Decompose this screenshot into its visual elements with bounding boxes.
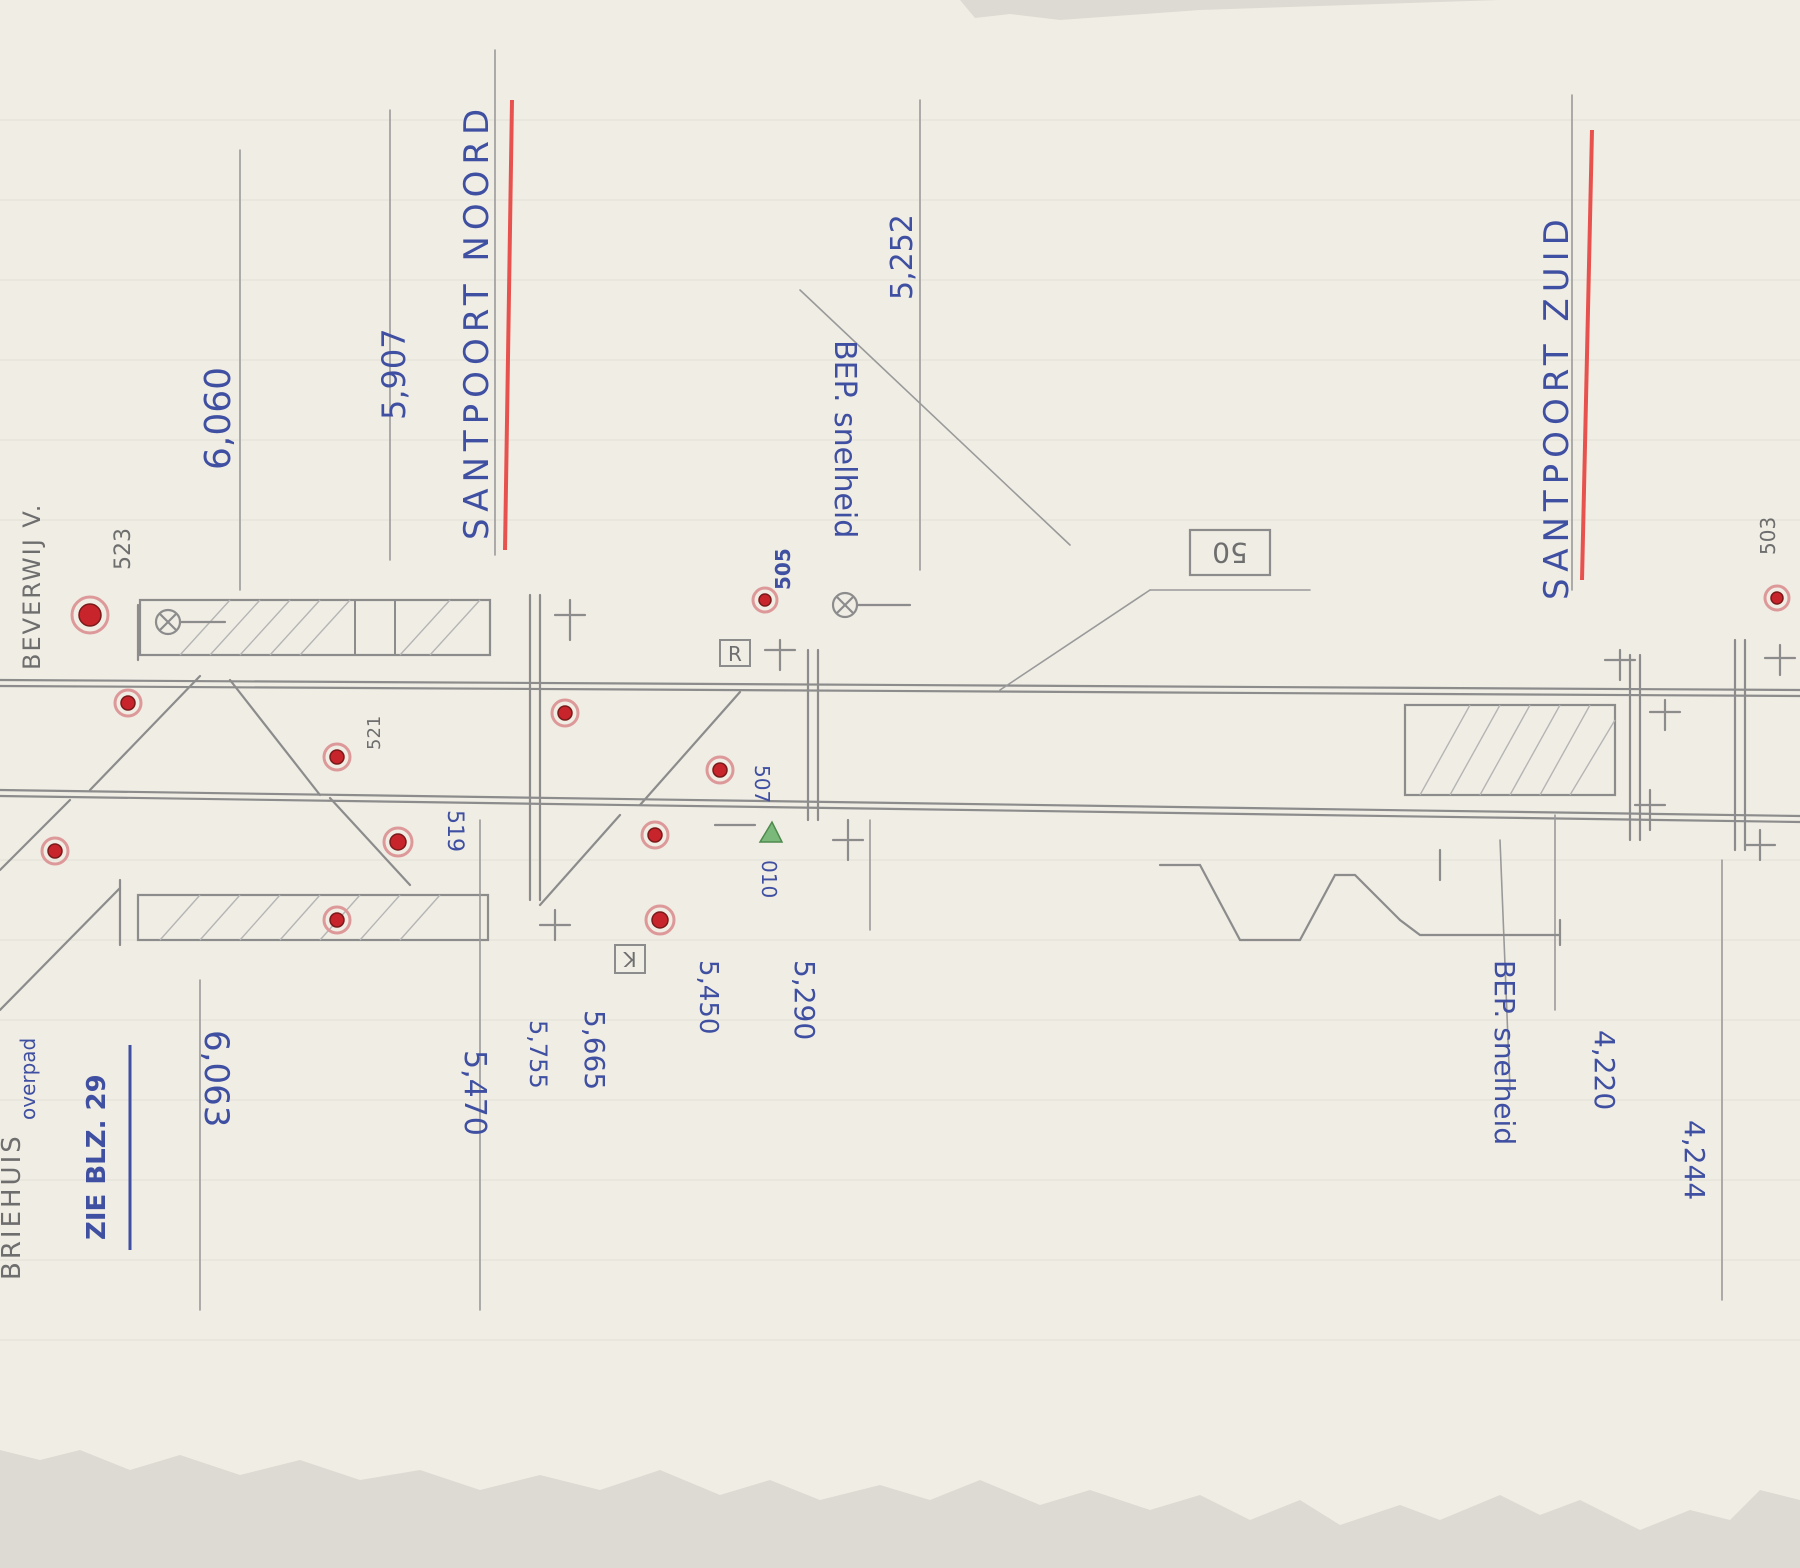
km-6063: 6,063 <box>196 1030 236 1127</box>
label-503: 503 <box>1756 517 1780 555</box>
red-signal-d <box>557 705 573 721</box>
speed-sign-label: 50 <box>1212 536 1248 569</box>
red-signal-505 <box>758 593 772 607</box>
red-signal-521 <box>329 749 345 765</box>
speed-leader-north <box>799 289 1071 546</box>
crossover-3 <box>328 796 412 887</box>
marker-r-north: R <box>719 639 751 667</box>
crossover-5 <box>638 690 742 807</box>
viaduct-shape <box>1158 863 1562 942</box>
km-5755: 5,755 <box>524 1020 552 1089</box>
underline-noord <box>503 99 514 551</box>
label-523: 523 <box>111 528 136 570</box>
red-signal-a <box>120 695 136 711</box>
km-6060: 6,060 <box>198 367 239 470</box>
label-010: 010 <box>757 860 781 898</box>
km-lines <box>199 49 1723 1311</box>
track-upper-2 <box>0 684 1800 698</box>
platform-north-upper <box>138 598 492 657</box>
km-markers <box>528 593 1747 902</box>
red-signal-f <box>651 911 669 929</box>
red-signal-b <box>47 843 63 859</box>
marker-k: K <box>614 944 646 974</box>
crossover-1 <box>88 674 202 792</box>
km-4220: 4,220 <box>1588 1030 1621 1110</box>
speed-note-north: BEP. snelheid <box>827 340 862 538</box>
station-north: SANTPOORT NOORD <box>457 103 497 540</box>
crossover-6 <box>538 813 622 907</box>
svg-text:K: K <box>623 947 637 971</box>
track-lower <box>0 788 1800 818</box>
label-overpad: overpad <box>16 1038 40 1120</box>
km-5907: 5,907 <box>375 328 413 420</box>
label-beverwijk: BEVERWIJ V. <box>18 503 46 670</box>
km-5252: 5,252 <box>885 214 920 300</box>
ruled-lines <box>0 119 1800 1341</box>
green-signal-010 <box>758 820 784 843</box>
label-519: 519 <box>442 810 467 852</box>
pencil-signals <box>154 591 1797 942</box>
label-505: 505 <box>771 548 795 590</box>
underline-zuid <box>1580 129 1594 581</box>
speed-leader-south <box>1499 839 1511 1091</box>
km-5290: 5,290 <box>788 960 821 1040</box>
platform-south <box>1403 703 1617 797</box>
red-signal-503 <box>1770 591 1784 605</box>
red-signal-507 <box>712 762 728 778</box>
speed-leader-mid <box>999 589 1151 691</box>
red-signal-519 <box>389 833 407 851</box>
label-521: 521 <box>364 716 385 750</box>
km-5665: 5,665 <box>578 1010 611 1090</box>
track-lower-2 <box>0 794 1800 824</box>
label-reference: ZIE BLZ. 29 <box>82 1074 112 1240</box>
red-signals <box>40 584 1791 936</box>
crossover-4 <box>0 798 72 872</box>
speed-sign-50: 50 <box>1188 528 1272 577</box>
km-5470: 5,470 <box>457 1050 492 1136</box>
track-upper <box>0 678 1800 692</box>
svg-text:R: R <box>728 642 742 666</box>
red-signal-523 <box>78 603 102 627</box>
siding-branch <box>0 886 122 1012</box>
km-5450: 5,450 <box>693 960 723 1034</box>
label-briehuis: BRIEHUIS <box>0 1133 27 1280</box>
crossover-2 <box>228 678 322 797</box>
km-4244: 4,244 <box>1678 1120 1711 1200</box>
speed-note-south: BEP. snelheid <box>1488 960 1521 1145</box>
paper <box>0 0 1800 1530</box>
platform-north-lower <box>136 893 490 942</box>
label-507: 507 <box>750 765 774 803</box>
red-signal-e <box>647 827 663 843</box>
station-south: SANTPOORT ZUID <box>1537 213 1577 600</box>
red-signal-c <box>329 912 345 928</box>
